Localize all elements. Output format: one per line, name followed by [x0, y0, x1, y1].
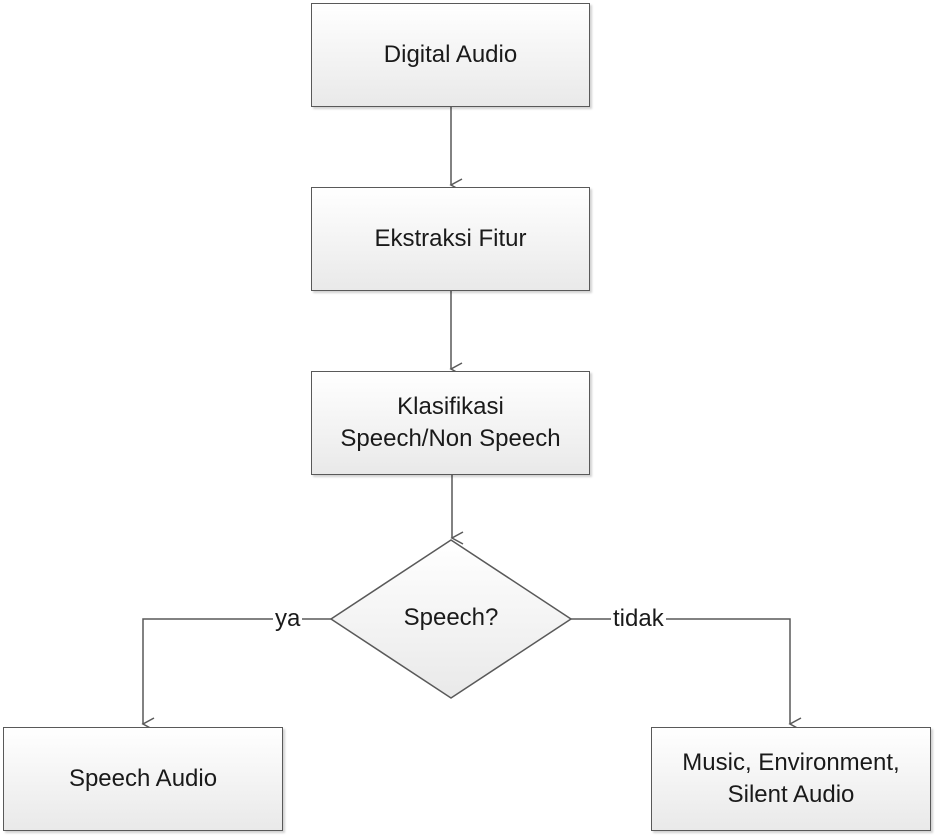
node-klasifikasi: Klasifikasi Speech/Non Speech — [311, 371, 590, 475]
arrow-yes-branch — [141, 618, 331, 731]
node-digital-audio-label: Digital Audio — [383, 41, 518, 68]
decision-diamond — [329, 539, 573, 699]
node-klasifikasi-label-1: Klasifikasi — [397, 393, 504, 420]
node-speech-audio-label: Speech Audio — [68, 765, 218, 792]
arrow-no-branch — [571, 618, 802, 731]
decision-label: Speech? — [403, 604, 499, 631]
node-ekstraksi-fitur-label: Ekstraksi Fitur — [374, 225, 527, 252]
node-digital-audio: Digital Audio — [311, 3, 590, 107]
node-ekstraksi-fitur: Ekstraksi Fitur — [311, 187, 590, 291]
edge-label-no: tidak — [611, 605, 666, 633]
node-non-speech-label-2: Silent Audio — [727, 781, 855, 808]
node-klasifikasi-label-2: Speech/Non Speech — [340, 425, 561, 452]
node-speech-audio: Speech Audio — [3, 727, 283, 831]
edge-label-yes: ya — [273, 605, 303, 633]
node-non-speech-label-1: Music, Environment, — [682, 749, 900, 776]
node-non-speech: Music, Environment, Silent Audio — [651, 727, 931, 831]
